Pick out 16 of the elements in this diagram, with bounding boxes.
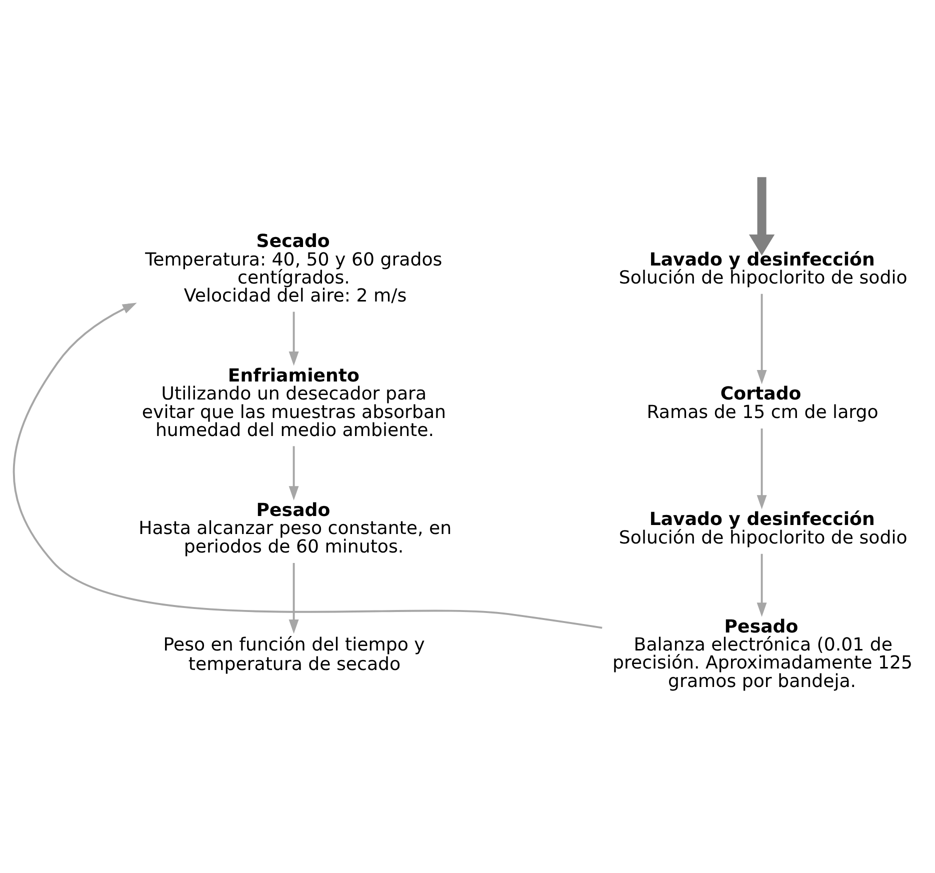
arrow — [748, 177, 775, 256]
node-text: Peso en función del tiempo y temperatura de secado — [163, 634, 425, 675]
node-text: Pesado Balanza electrónica (0.01 de precisión. Aproximadamente 125 gramos por bandeja. — [612, 616, 913, 692]
node-text: Lavado y desinfección Solución de hipoclorito de sodio — [618, 509, 908, 548]
node-text: Enfriamiento Utilizando un desecador para evitar que las muestras absorban humedad del medio ambiente. — [142, 366, 446, 441]
arrow — [756, 554, 767, 617]
node-text: Secado Temperatura: 40, 50 y 60 grados centígrados. Velocidad del aire: 2 m/s — [145, 231, 442, 306]
arrow — [756, 428, 767, 510]
arrow — [288, 312, 299, 366]
arrow — [288, 562, 299, 634]
arrow — [756, 294, 767, 384]
node-text: Pesado Hasta alcanzar peso constante, en periodos de 60 minutos. — [138, 500, 452, 558]
arrow — [13, 302, 602, 629]
node-text: Cortado Ramas de 15 cm de largo — [646, 384, 878, 423]
node-text: Lavado y desinfección Solución de hipoclorito de sodio — [618, 249, 908, 288]
arrow — [288, 446, 299, 500]
